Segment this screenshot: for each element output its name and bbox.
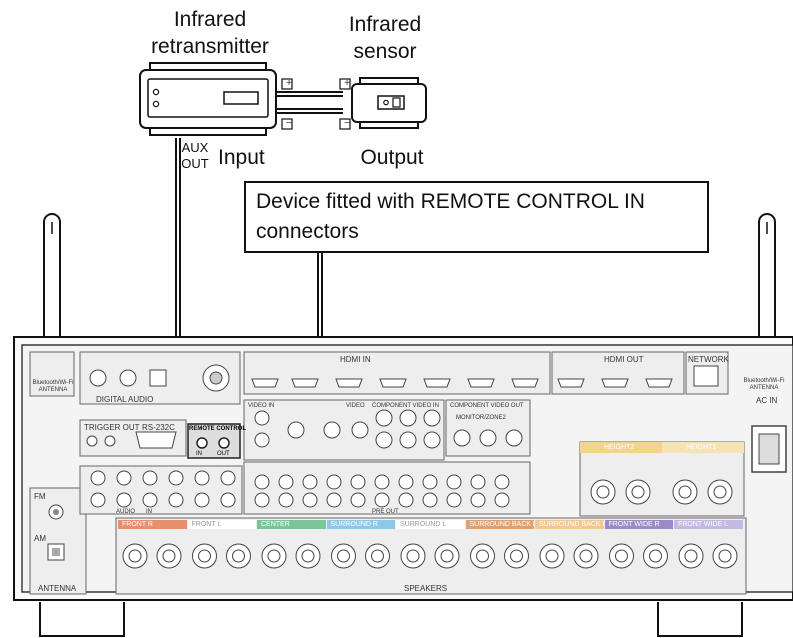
input-label: Input — [218, 146, 265, 169]
speaker-terminal-core — [718, 549, 732, 563]
pre-out-label: PRE OUT — [372, 509, 399, 515]
retransmitter-label-line2: retransmitter — [151, 35, 269, 58]
speaker-band-1: FRONT L — [187, 520, 256, 529]
speaker-terminal-core — [267, 549, 281, 563]
speaker-terminal-core — [232, 549, 245, 563]
speaker-band-5: SURROUND BACK R — [465, 520, 534, 529]
speaker-band-8: FRONT WIDE L — [674, 520, 743, 529]
speaker-terminal-core — [579, 549, 593, 563]
aux-label: AUX — [181, 140, 209, 155]
digital-audio-label: DIGITAL AUDIO — [96, 395, 154, 404]
speaker-terminal-core — [440, 549, 454, 563]
height2-label: HEIGHT2 — [604, 444, 635, 451]
speaker-terminal-core — [337, 549, 350, 563]
output-label: Output — [360, 146, 424, 169]
retransmitter-label: Infrared retransmitter — [140, 6, 280, 60]
audio-in-label: IN — [146, 509, 152, 515]
remote-out-label: OUT — [217, 451, 230, 457]
audio-label: AUDIO — [116, 509, 136, 515]
rs232c-label: RS-232C — [142, 423, 175, 432]
retransmitter-label-line1: Infrared — [173, 8, 247, 31]
speaker-terminal-core — [684, 549, 698, 563]
receiver-rear-panel — [13, 336, 793, 637]
speaker-terminal-core — [198, 549, 211, 563]
speaker-band-0: FRONT R — [118, 520, 187, 529]
network-label: NETWORK — [688, 355, 729, 364]
speaker-band-4: SURROUND L — [396, 520, 465, 529]
speaker-terminal-core — [615, 549, 628, 563]
video-in-label: VIDEO IN — [248, 403, 275, 409]
polarity-markers — [281, 78, 351, 130]
antenna-left-label: Bluetooth/Wi-Fi ANTENNA — [32, 380, 74, 393]
speaker-terminal-core — [476, 549, 489, 563]
speaker-terminal-core — [128, 549, 142, 563]
speaker-band-7: FRONT WIDE R — [604, 520, 673, 529]
trigger-out-label: TRIGGER OUT — [84, 423, 140, 432]
remote-control-label: REMOTE CONTROL — [189, 426, 246, 432]
infrared-sensor — [351, 77, 427, 129]
sensor-label-line2: sensor — [353, 40, 417, 63]
minus-mark: − — [286, 118, 292, 129]
fm-label: FM — [34, 492, 46, 501]
infrared-retransmitter — [139, 62, 277, 136]
minus-mark: − — [344, 118, 350, 129]
speaker-terminal-core — [545, 549, 559, 563]
ac-in-label: AC IN — [756, 396, 778, 405]
remote-in-label: IN — [196, 451, 202, 457]
hdmi-out-label: HDMI OUT — [604, 355, 644, 364]
speaker-terminal-core — [162, 549, 176, 563]
height1-label: HEIGHT1 — [686, 444, 717, 451]
component-video-out-label: COMPONENT VIDEO OUT — [450, 403, 524, 409]
plus-mark: + — [344, 78, 350, 89]
device-callout: Device fitted with REMOTE CONTROL IN con… — [244, 181, 709, 253]
speakers-label: SPEAKERS — [404, 584, 448, 593]
speaker-terminal-core — [371, 549, 384, 563]
antenna-right-label: Bluetooth/Wi-Fi ANTENNA — [743, 378, 785, 391]
plus-mark: + — [286, 78, 292, 89]
out-label: OUT — [181, 156, 209, 171]
hdmi-in-label: HDMI IN — [340, 355, 371, 364]
speaker-terminal-core — [649, 549, 662, 563]
speaker-terminal-core — [406, 549, 420, 563]
speaker-band-6: SURROUND BACK L — [535, 520, 604, 529]
sensor-label-line1: Infrared — [348, 13, 422, 36]
monitor-zone2-label: MONITOR/ZONE2 — [456, 415, 506, 421]
component-video-in-label: COMPONENT VIDEO IN — [372, 403, 439, 409]
speaker-terminal-core — [510, 549, 523, 563]
speaker-band-3: SURROUND R — [326, 520, 395, 529]
speaker-band-2: CENTER — [257, 520, 326, 529]
video-out-label: VIDEO — [346, 403, 365, 409]
antenna-label: ANTENNA — [38, 584, 77, 593]
sensor-label: Infrared sensor — [330, 11, 440, 65]
speaker-terminal-core — [301, 549, 315, 563]
am-label: AM — [34, 534, 46, 543]
aux-out-label: AUX OUT — [178, 140, 212, 172]
